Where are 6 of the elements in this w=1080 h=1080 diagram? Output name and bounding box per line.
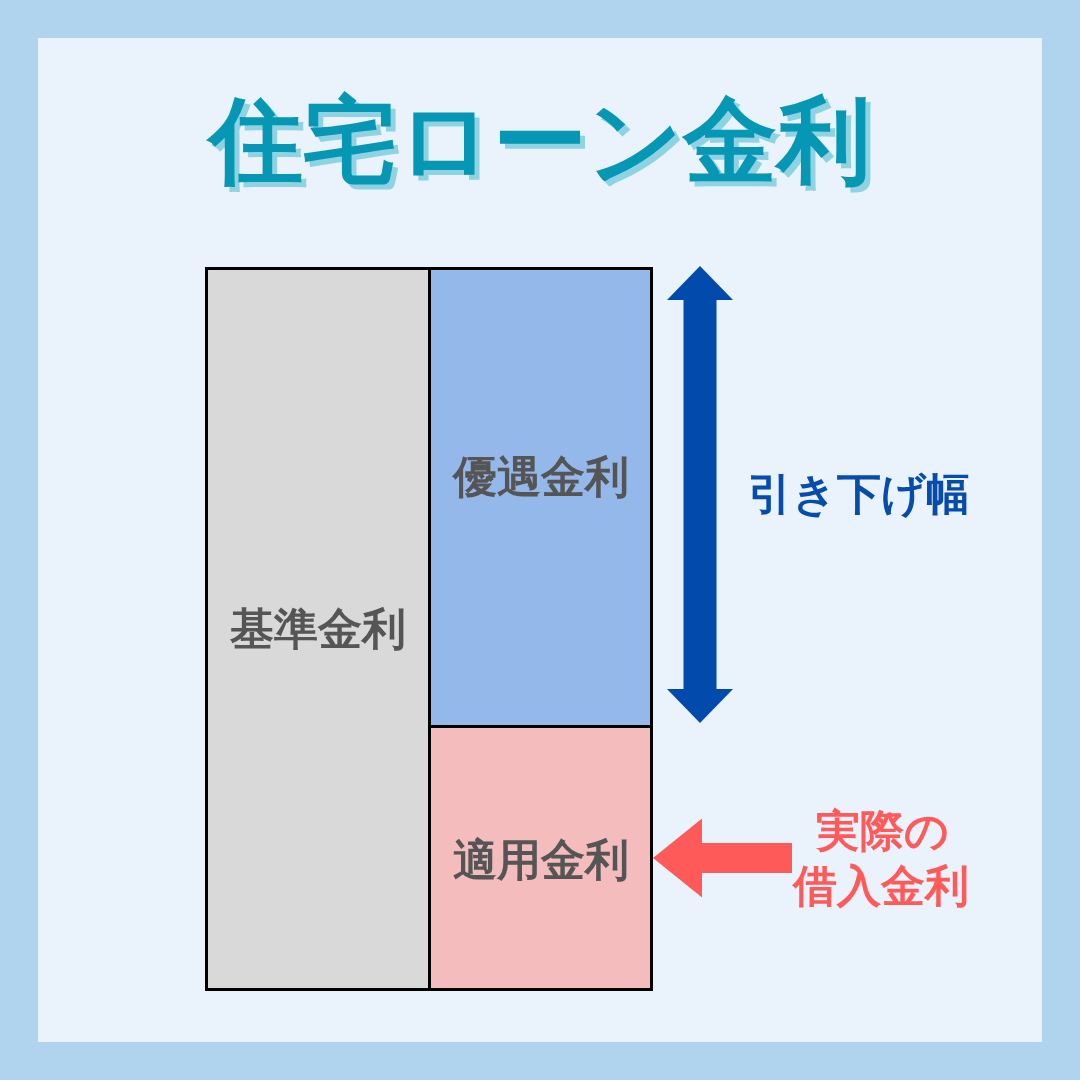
arrow	[653, 818, 792, 898]
rate-box: 優遇金利	[428, 267, 653, 728]
dimension-label: 引き下げ幅	[748, 468, 970, 521]
rate-box: 適用金利	[428, 725, 653, 991]
rate-box: 基準金利	[205, 267, 431, 991]
note-text: 実際の借入金利	[792, 803, 970, 913]
